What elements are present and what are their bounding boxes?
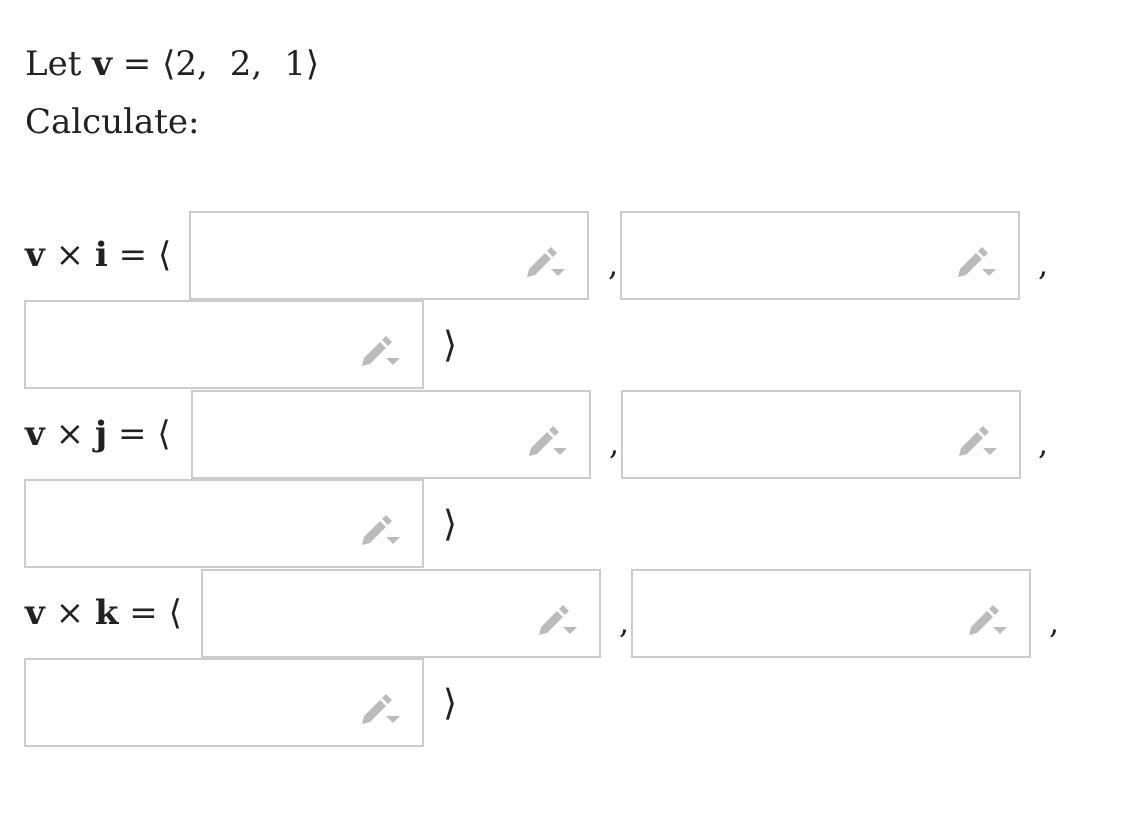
cross-symbol: × <box>55 593 85 633</box>
component-separator: , <box>609 424 620 462</box>
answer-input-vxk-z[interactable] <box>24 658 424 747</box>
let-word: Let <box>25 44 82 84</box>
answer-input-vxj-x[interactable] <box>191 390 591 479</box>
pencil-dropdown-icon[interactable] <box>535 597 577 635</box>
answer-input-vxj-z[interactable] <box>24 479 424 568</box>
close-angle-bracket: ⟩ <box>443 325 458 366</box>
answer-input-vxi-z[interactable] <box>24 300 424 389</box>
row-v-cross-j-label: v × j = ⟨ <box>25 414 171 454</box>
open-angle-bracket: ⟨ <box>168 593 182 633</box>
pencil-dropdown-icon[interactable] <box>965 597 1007 635</box>
instruction-text: Calculate: <box>25 102 200 142</box>
answer-input-vxj-y[interactable] <box>621 390 1021 479</box>
open-angle-bracket: ⟨ <box>157 414 171 454</box>
equals-sign: = <box>118 414 147 454</box>
component-separator: , <box>1038 424 1049 462</box>
answer-input-vxi-y[interactable] <box>620 211 1020 300</box>
pencil-dropdown-icon[interactable] <box>523 239 565 277</box>
open-angle-bracket: ⟨ <box>162 44 176 84</box>
close-angle-bracket: ⟩ <box>443 683 458 724</box>
component-x: 2, <box>175 44 208 84</box>
answer-input-vxk-y[interactable] <box>631 569 1031 658</box>
component-separator: , <box>1049 603 1060 641</box>
unit-vector-j: j <box>94 414 108 454</box>
answer-input-vxk-x[interactable] <box>201 569 601 658</box>
pencil-dropdown-icon[interactable] <box>955 418 997 456</box>
vector-symbol: v <box>25 414 45 454</box>
equals-sign: = <box>129 593 158 633</box>
component-separator: , <box>608 245 619 283</box>
vector-v-symbol: v <box>92 44 112 84</box>
unit-vector-i: i <box>94 235 108 275</box>
component-y: 2, <box>229 44 263 84</box>
vector-symbol: v <box>25 593 45 633</box>
vector-definition: Let v = ⟨2,2,1⟩ <box>25 44 319 84</box>
cross-symbol: × <box>55 414 85 454</box>
pencil-dropdown-icon[interactable] <box>358 328 400 366</box>
equals-sign: = <box>118 235 148 275</box>
component-z: 1 <box>284 44 306 84</box>
unit-vector-k: k <box>94 593 119 633</box>
pencil-dropdown-icon[interactable] <box>954 239 996 277</box>
row-v-cross-i-label: v × i = ⟨ <box>25 235 171 275</box>
row-v-cross-k-label: v × k = ⟨ <box>25 593 182 633</box>
pencil-dropdown-icon[interactable] <box>358 686 400 724</box>
cross-symbol: × <box>55 235 85 275</box>
answer-input-vxi-x[interactable] <box>189 211 589 300</box>
component-separator: , <box>1038 245 1049 283</box>
equals-sign: = <box>122 44 152 84</box>
vector-symbol: v <box>25 235 45 275</box>
close-angle-bracket: ⟩ <box>443 504 458 545</box>
component-separator: , <box>619 603 630 641</box>
pencil-dropdown-icon[interactable] <box>525 418 567 456</box>
close-angle-bracket: ⟩ <box>305 44 320 84</box>
pencil-dropdown-icon[interactable] <box>358 507 400 545</box>
open-angle-bracket: ⟨ <box>157 235 172 275</box>
